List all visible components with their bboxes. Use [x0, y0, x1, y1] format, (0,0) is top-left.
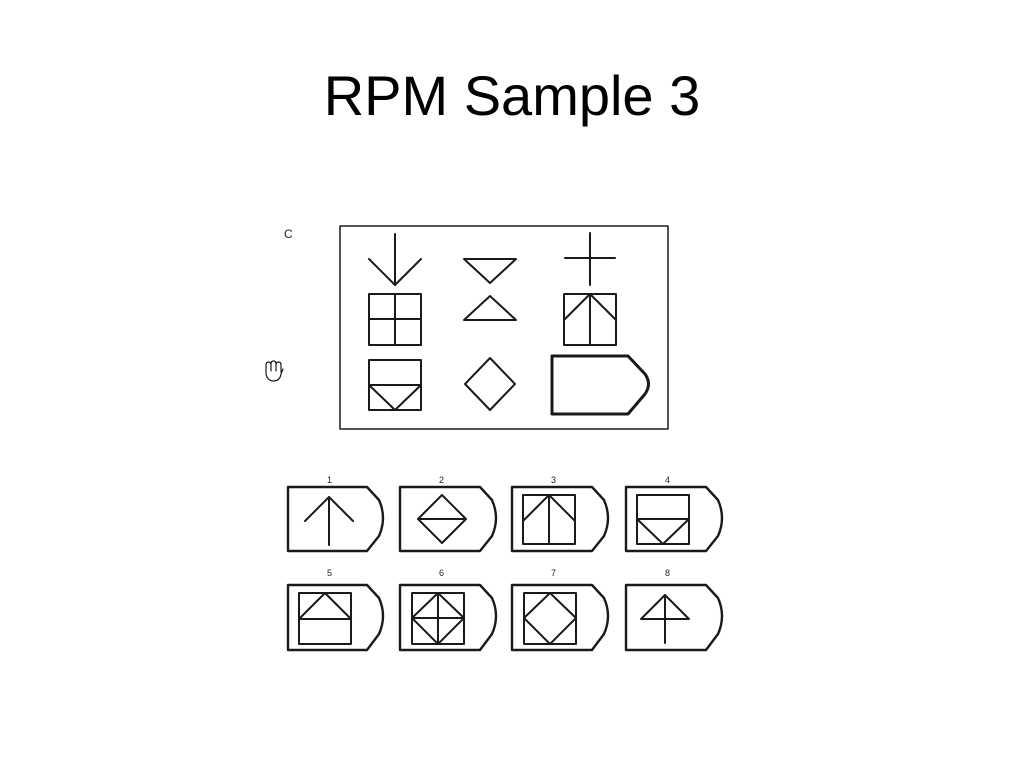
option-number-4: 4: [665, 475, 670, 485]
matrix-cell-cross: [564, 232, 616, 286]
option-number-6: 6: [439, 568, 444, 578]
matrix-cell-diamond: [464, 357, 516, 411]
answer-option-6[interactable]: 6: [398, 568, 498, 652]
answer-option-5[interactable]: 5: [286, 568, 385, 652]
section-label: C: [284, 227, 293, 241]
slide-title: RPM Sample 3: [323, 64, 701, 127]
option-number-7: 7: [551, 568, 556, 578]
answer-option-1[interactable]: 1: [286, 475, 385, 553]
matrix-cell-triangle-up: [463, 295, 517, 321]
matrix-cell-missing-answer-slot: [550, 354, 650, 416]
answer-option-3[interactable]: 3: [510, 475, 610, 553]
answer-option-7[interactable]: 7: [510, 568, 610, 652]
answer-option-2[interactable]: 2: [398, 475, 498, 553]
matrix-cell-square-with-bar-and-triangle-down: [368, 359, 422, 411]
matrix-cell-triangle-down: [463, 258, 517, 284]
matrix-cell-arrow-down: [368, 233, 422, 286]
hand-cursor-icon: [265, 360, 284, 382]
option-number-2: 2: [439, 475, 444, 485]
option-number-5: 5: [327, 568, 332, 578]
option-number-1: 1: [327, 475, 332, 485]
answer-option-8[interactable]: 8: [624, 568, 724, 652]
matrix-cell-square-with-arrow-up: [563, 293, 617, 346]
option-number-3: 3: [551, 475, 556, 485]
option-number-8: 8: [665, 568, 670, 578]
answer-option-4[interactable]: 4: [624, 475, 724, 553]
matrix-frame: [339, 225, 669, 430]
matrix-cell-square-with-cross: [368, 293, 422, 346]
